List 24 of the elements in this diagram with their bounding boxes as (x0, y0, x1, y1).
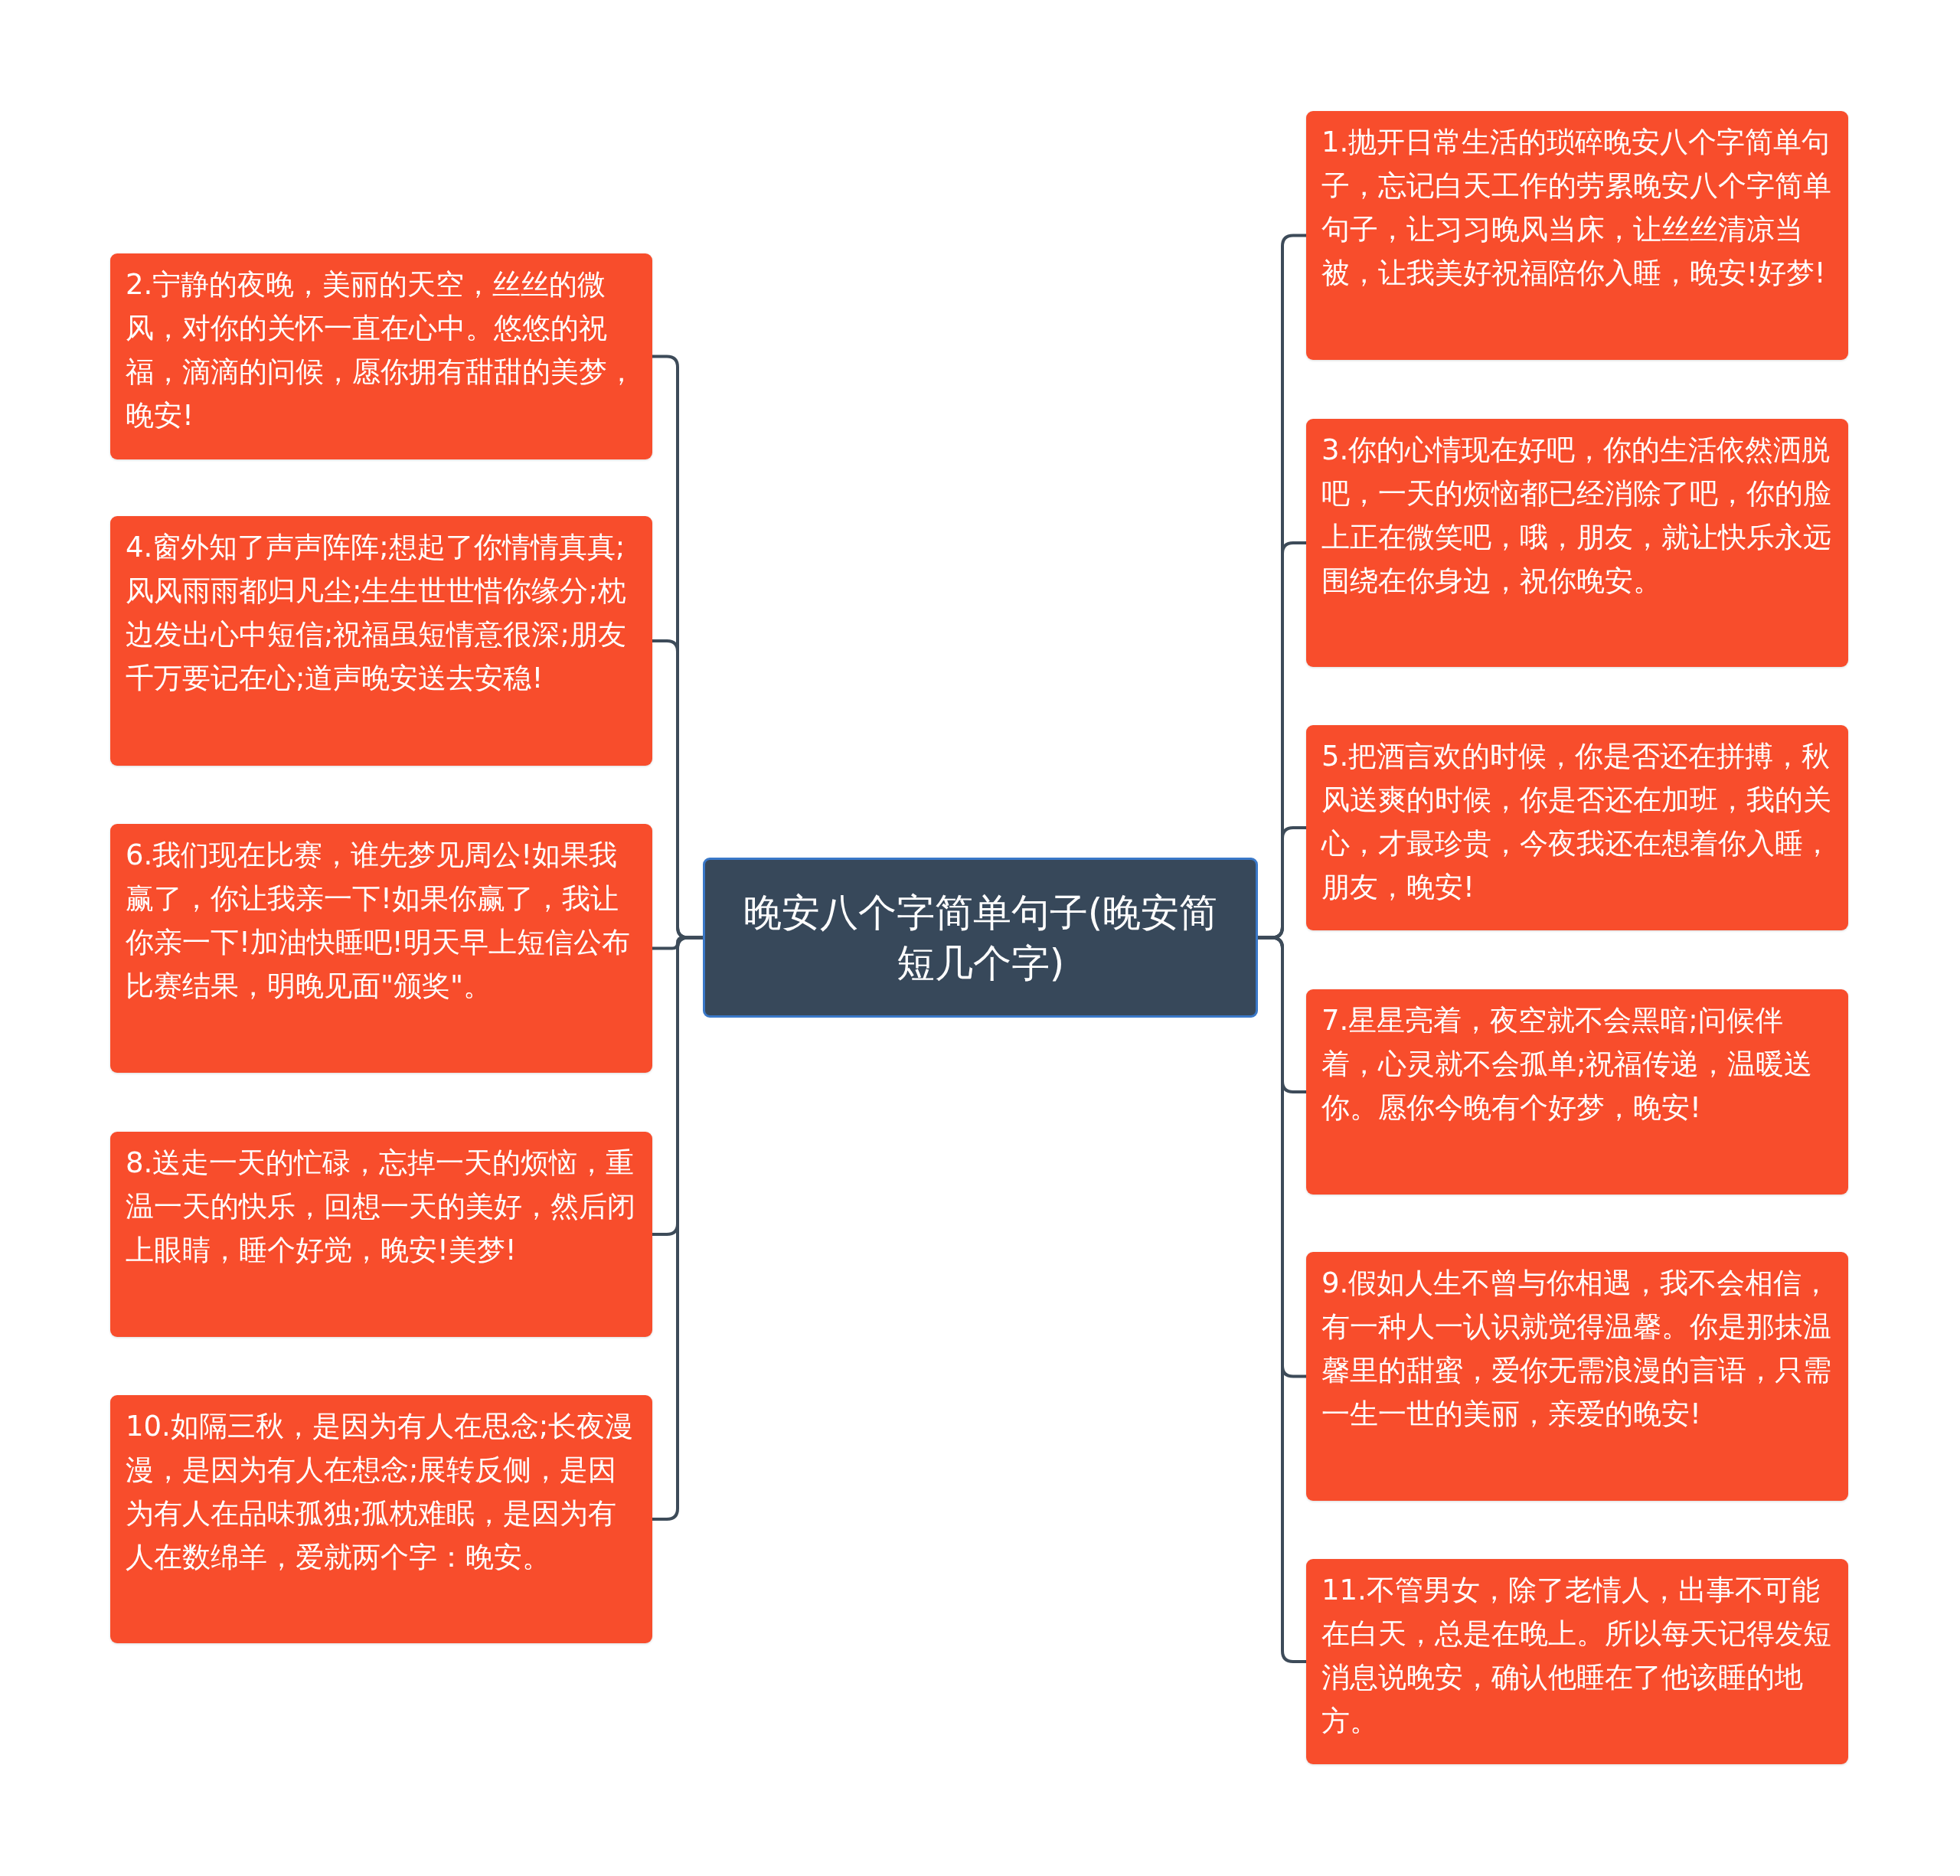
branch-box (1306, 725, 1848, 930)
branch-box (1306, 989, 1848, 1195)
branch-text: 10.如隔三秋，是因为有人在思念;长夜漫漫，是因为有人在想念;展转反侧，是因为有人在品味孤独;孤枕难眠，是因为有人在数绵羊，爱就两个字：晚安。 (126, 1409, 635, 1575)
branch-text: 5.把酒言欢的时候，你是否还在拼搏，秋风送爽的时候，你是否还在加班，我的关心，才最珍贵，今夜我还在想着你入睡，朋友，晚安! (1321, 739, 1832, 905)
topic-box (703, 858, 1258, 1018)
branch-text: 2.宁静的夜晚，美丽的天空，丝丝的微风，对你的关怀一直在心中。悠悠的祝福，滴滴的问候，愿你拥有甜甜的美梦，晚安! (126, 267, 636, 433)
branch-text: 4.窗外知了声声阵阵;想起了你情情真真;风风雨雨都归凡尘;生生世世惜你缘分;枕边发出心中短信;祝福虽短情意很深;朋友千万要记在心;道声晚安送去安稳! (126, 530, 627, 696)
branch-text: 9.假如人生不曾与你相遇，我不会相信，有一种人一认识就觉得温馨。你是那抹温馨里的甜蜜，爱你无需浪漫的言语，只需一生一世的美丽，亲爱的晚安! (1321, 1266, 1832, 1432)
branch-box (110, 253, 652, 459)
branch-box (1306, 111, 1848, 360)
branch-text: 11.不管男女，除了老情人，出事不可能在白天，总是在晚上。所以每天记得发短消息说晚安，确认他睡在了他该睡的地方。 (1321, 1573, 1832, 1739)
branch-text: 1.抛开日常生活的琐碎晚安八个字简单句子，忘记白天工作的劳累晚安八个字简单句子，让习习晚风当床，让丝丝清凉当被，让我美好祝福陪你入睡，晚安!好梦! (1321, 125, 1832, 291)
branch-box (110, 1132, 652, 1337)
branch-box (110, 1395, 652, 1643)
branch-box (110, 516, 652, 766)
branch-text: 3.你的心情现在好吧，你的生活依然洒脱吧，一天的烦恼都已经消除了吧，你的脸上正在微笑吧，哦，朋友，就让快乐永远围绕在你身边，祝你晚安。 (1321, 433, 1832, 599)
branch-box (1306, 1559, 1848, 1764)
branch-box (110, 824, 652, 1073)
branch-box (1306, 419, 1848, 667)
branch-text: 7.星星亮着，夜空就不会黑暗;问候伴着，心灵就不会孤单;祝福传递，温暖送你。愿你今晚有个好梦，晚安! (1321, 1003, 1814, 1126)
topic-text: 晚安八个字简单句子(晚安简短几个字) (742, 889, 1219, 987)
branch-box (1306, 1252, 1848, 1501)
branch-text: 6.我们现在比赛，谁先梦见周公!如果我赢了，你让我亲一下!如果你赢了，我让你亲一下!加油快睡吧!明天早上短信公布比赛结果，明晚见面"颁奖"。 (126, 838, 631, 1004)
branch-text: 8.送走一天的忙碌，忘掉一天的烦恼，重温一天的快乐，回想一天的美好，然后闭上眼睛，睡个好觉，晚安!美梦! (126, 1146, 636, 1268)
